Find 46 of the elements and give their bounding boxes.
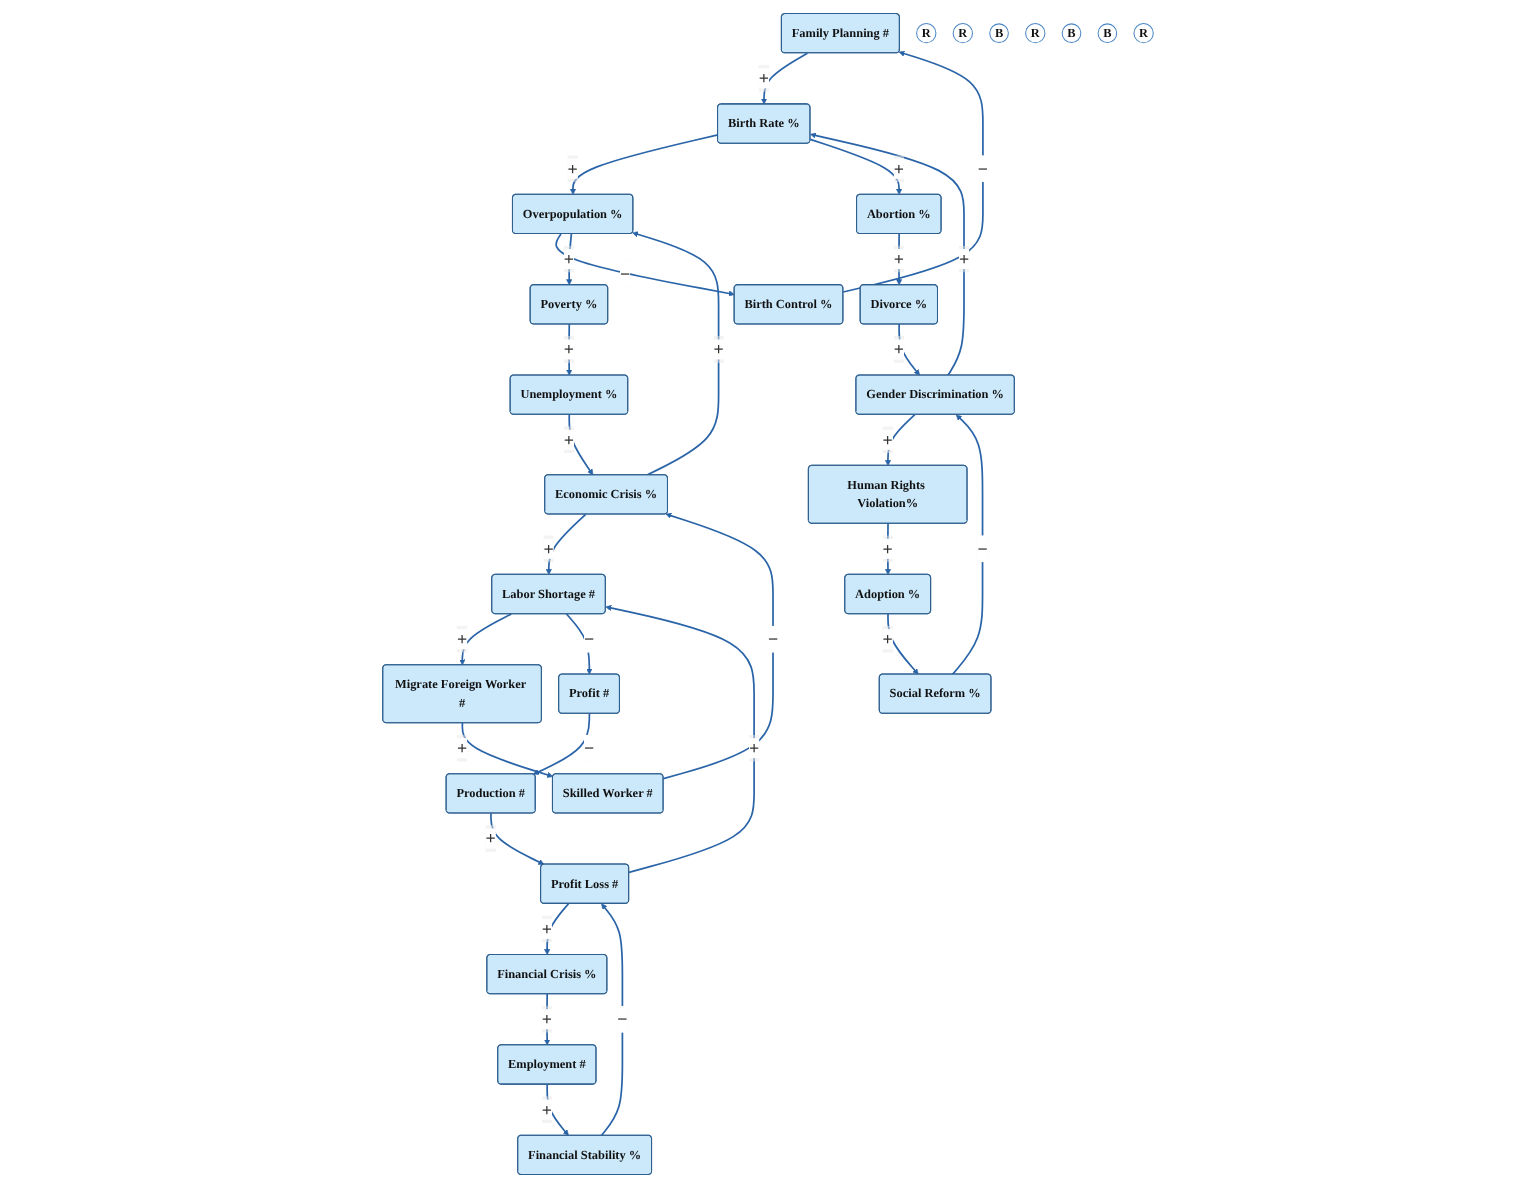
arrow [810, 132, 965, 377]
edge-label: + [563, 429, 575, 450]
arrow [951, 414, 984, 676]
edge-label: − [583, 629, 595, 650]
edge-label: + [893, 249, 904, 270]
edge-label: − [617, 1009, 628, 1030]
arrow [887, 613, 919, 675]
arrow [600, 903, 624, 1137]
edge-label: + [748, 738, 760, 759]
edge-label: − [583, 738, 595, 759]
arrow [605, 605, 755, 874]
arrow [461, 722, 554, 778]
edge-label: + [563, 249, 575, 270]
edge-label: − [977, 538, 988, 559]
edge-label: − [619, 264, 631, 285]
edge-label: + [543, 538, 554, 559]
edge-label: + [541, 1009, 552, 1030]
arrow [898, 323, 920, 376]
arrow [568, 413, 594, 476]
edge-label: + [882, 538, 893, 559]
arrow [546, 1083, 569, 1136]
edge-label: + [893, 339, 904, 360]
edge-label: + [713, 339, 724, 360]
arrow [761, 52, 809, 105]
arrow [842, 50, 984, 293]
arrow [565, 613, 593, 675]
edge-label: − [767, 629, 779, 650]
edge-label: + [882, 429, 893, 450]
arrow [662, 512, 774, 780]
edge-label: + [541, 1099, 552, 1120]
arrow [544, 902, 570, 956]
edge-label: − [977, 158, 989, 179]
edge-label: + [958, 249, 970, 270]
edge-label: + [563, 339, 575, 360]
edge-label: + [567, 158, 578, 179]
edge-label: + [541, 918, 552, 939]
arrow [533, 712, 591, 775]
edge-label: + [485, 828, 496, 849]
edge-label: + [893, 158, 904, 179]
arrow [490, 812, 545, 865]
edge-label: + [758, 68, 769, 89]
arrow [632, 231, 720, 476]
arrow [459, 613, 513, 666]
edge-label: + [882, 629, 893, 650]
edge-label: + [456, 629, 468, 650]
edge-label: + [456, 738, 468, 759]
